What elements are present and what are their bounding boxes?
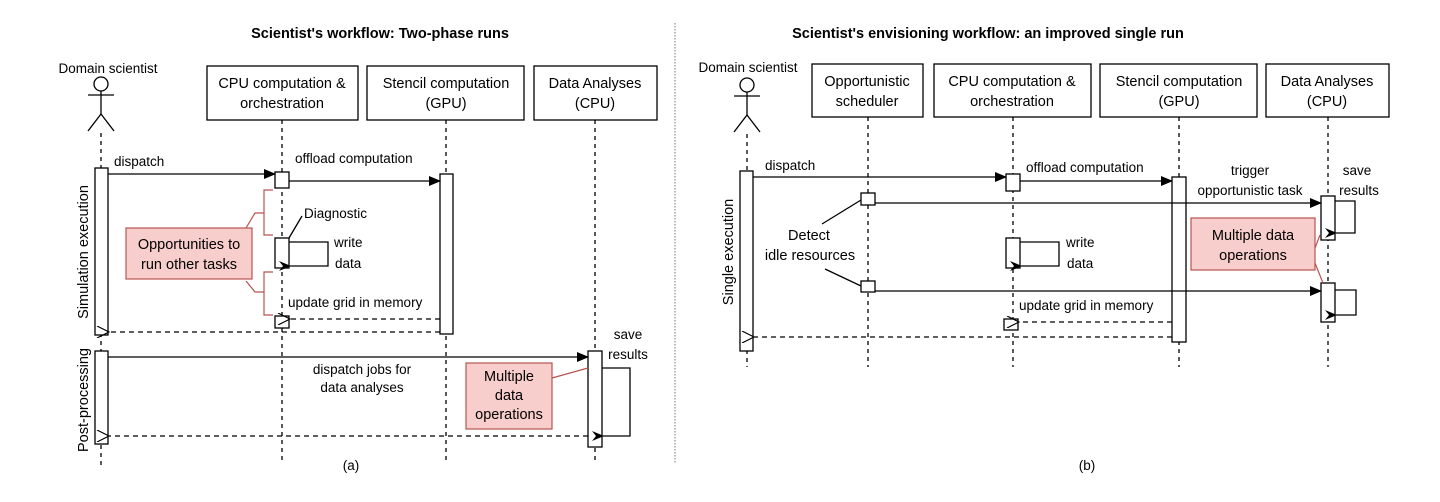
message-label: write: [333, 235, 363, 250]
activation-scheduler-1: [860, 192, 876, 206]
message-label: data: [1067, 256, 1094, 271]
stick-figure-icon: [87, 76, 115, 132]
activation-scientist-sim: [94, 167, 109, 336]
participant-data-analyses-b: Data Analyses (CPU): [1265, 63, 1390, 367]
message-label: data: [335, 256, 362, 271]
participant-label: (GPU): [425, 96, 466, 112]
message-label: opportunistic task: [1197, 183, 1302, 198]
participant-label: Stencil computation: [1116, 74, 1243, 90]
message-label: dispatch jobs for: [313, 362, 412, 377]
note-text: Multiple data: [1212, 228, 1295, 244]
message-save-results-b2: [1325, 289, 1357, 320]
panel-b-caption: (b): [1079, 458, 1096, 473]
note-text: operations: [1219, 248, 1287, 264]
message-label: trigger: [1231, 163, 1270, 178]
phase-label-single: Single execution: [721, 199, 737, 305]
message-label: save: [614, 327, 643, 342]
participant-label: CPU computation &: [218, 76, 346, 92]
participant-opportunistic-scheduler: Opportunistic scheduler: [811, 63, 924, 367]
note-text: operations: [475, 407, 543, 423]
message-update-grid-a: update grid in memory: [288, 295, 440, 319]
activation-data-analyses-1: [1320, 195, 1336, 241]
message-label: data analyses: [320, 380, 404, 395]
message-label: update grid in memory: [1019, 298, 1154, 313]
note-detect-idle: Detect idle resources: [765, 199, 862, 287]
actor-label: Domain scientist: [58, 61, 157, 76]
message-write-data-b: write data: [1010, 235, 1095, 271]
panel-a: Scientist's workflow: Two-phase runs Dom…: [58, 26, 658, 473]
activation-cpu-dispatch-b: [1005, 173, 1021, 192]
activation-gpu-b: [1171, 176, 1187, 343]
participant-label: Stencil computation: [383, 76, 510, 92]
message-label: Diagnostic: [304, 206, 367, 221]
note-opportunities: Opportunities to run other tasks: [125, 189, 273, 316]
panel-b-title: Scientist's envisioning workflow: an imp…: [792, 26, 1184, 42]
activation-cpu-update: [274, 315, 290, 329]
activation-scientist-single: [739, 170, 754, 352]
participant-label: CPU computation &: [948, 74, 1076, 90]
message-write-data-a: write data: [279, 235, 363, 271]
participant-stencil-gpu-a: Stencil computation (GPU): [366, 65, 525, 460]
participant-label: scheduler: [836, 94, 899, 110]
message-label: results: [1339, 183, 1379, 198]
note-text: Multiple: [484, 369, 534, 385]
participant-label: Data Analyses: [549, 76, 642, 92]
activation-data-analyses-2: [1320, 282, 1336, 323]
message-dispatch-b: dispatch: [753, 158, 1007, 182]
message-dispatch-jobs-a: dispatch jobs for data analyses: [108, 352, 589, 395]
phase-label-simulation: Simulation execution: [76, 185, 92, 319]
message-save-results-b: save results: [1325, 163, 1379, 238]
message-label: update grid in memory: [288, 295, 423, 310]
activation-cpu-write-b: [1005, 237, 1021, 269]
stick-figure-icon: [733, 77, 761, 133]
message-label: dispatch: [765, 158, 815, 173]
participant-data-analyses-a: Data Analyses (CPU): [533, 65, 658, 460]
note-text: run other tasks: [141, 257, 237, 273]
participant-label: orchestration: [240, 96, 324, 112]
message-save-results-a: save results: [592, 327, 648, 441]
participant-label: (GPU): [1158, 94, 1199, 110]
activation-cpu-diagnostic: [274, 237, 290, 269]
actor-domain-scientist-a: Domain scientist: [58, 61, 158, 465]
activation-cpu-update-b: [1003, 318, 1019, 331]
note-multiple-ops-a: Multiple data operations: [465, 362, 589, 430]
panel-b: Scientist's envisioning workflow: an imp…: [698, 26, 1390, 473]
activation-cpu-dispatch: [274, 171, 290, 189]
activation-scheduler-2: [860, 280, 876, 293]
message-label: write: [1065, 235, 1095, 250]
message-update-grid-b: update grid in memory: [1019, 298, 1172, 322]
phase-label-postprocessing: Post-processing: [76, 348, 92, 452]
activation-gpu: [439, 173, 454, 335]
activation-data-analyses: [587, 350, 603, 448]
message-offload-a: offload computation: [289, 151, 441, 186]
message-trigger-1: trigger opportunistic task: [875, 163, 1322, 208]
message-label: save: [1343, 163, 1372, 178]
message-diagnostic-a: Diagnostic: [288, 206, 367, 239]
participant-label: Data Analyses: [1281, 74, 1374, 90]
note-text: data: [495, 388, 524, 404]
participant-label: (CPU): [1307, 94, 1347, 110]
panel-a-caption: (a): [343, 458, 360, 473]
activation-scientist-post: [94, 350, 109, 445]
message-dispatch-a: dispatch: [108, 154, 276, 179]
participant-label: (CPU): [575, 96, 615, 112]
participant-label: Opportunistic: [824, 74, 909, 90]
message-offload-b: offload computation: [1020, 160, 1173, 186]
message-label: results: [608, 347, 648, 362]
participant-stencil-gpu-b: Stencil computation (GPU): [1099, 63, 1258, 367]
note-multiple-ops-b: Multiple data operations: [1190, 217, 1324, 284]
message-label: offload computation: [1026, 160, 1144, 175]
panel-a-title: Scientist's workflow: Two-phase runs: [251, 26, 509, 42]
message-label: offload computation: [295, 151, 413, 166]
actor-label: Domain scientist: [698, 60, 797, 75]
participant-label: orchestration: [970, 94, 1054, 110]
message-label: Detect: [788, 228, 830, 244]
participant-cpu-orchestration-b: CPU computation & orchestration: [933, 63, 1092, 367]
note-text: Opportunities to: [138, 237, 240, 253]
message-label: dispatch: [114, 154, 164, 169]
message-label: idle resources: [765, 248, 855, 264]
